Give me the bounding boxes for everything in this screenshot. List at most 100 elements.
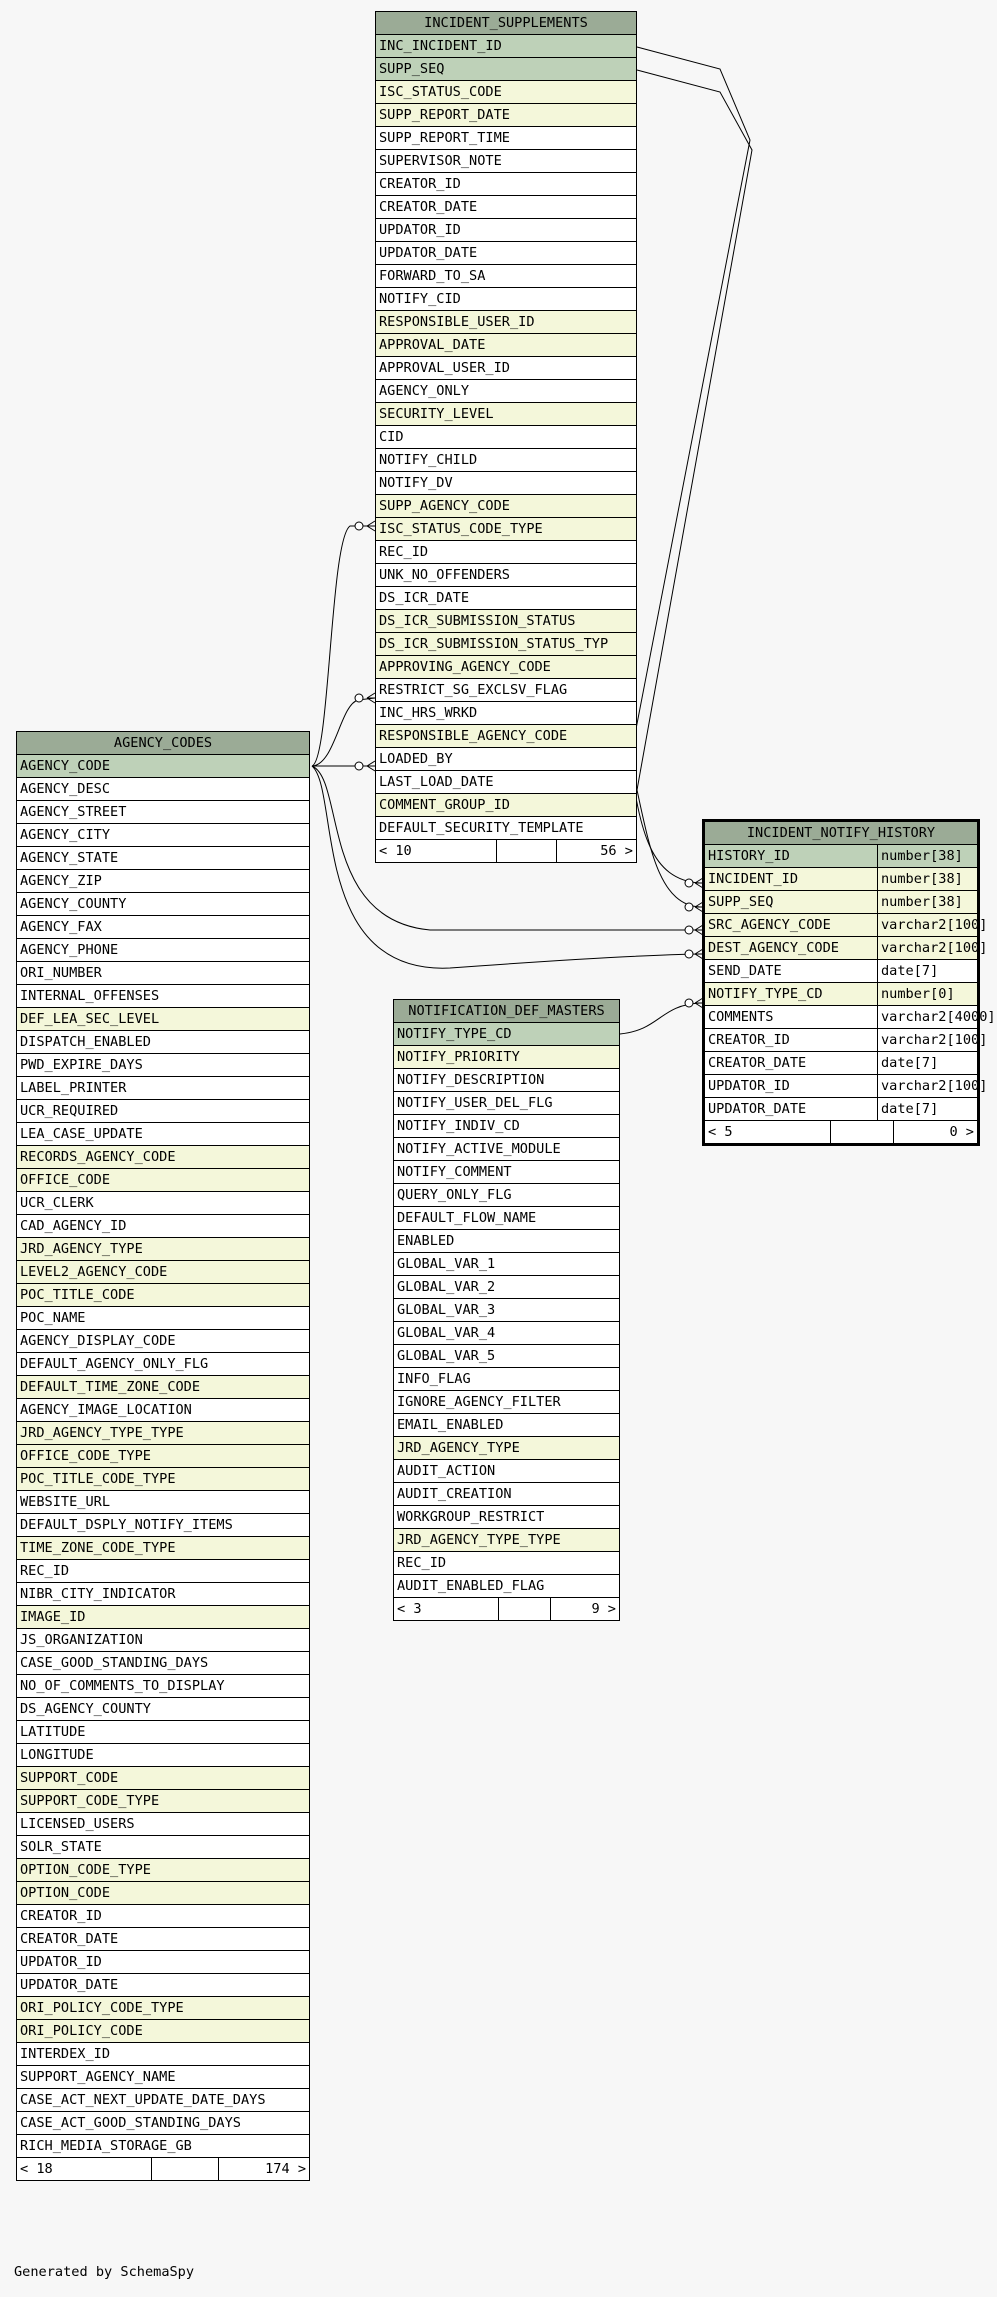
column-row[interactable]: SUPP_SEQ: [376, 58, 636, 81]
column-row[interactable]: DEFAULT_TIME_ZONE_CODE: [17, 1376, 309, 1399]
table-title[interactable]: INCIDENT_NOTIFY_HISTORY: [705, 822, 977, 845]
column-row[interactable]: INC_HRS_WRKD: [376, 702, 636, 725]
column-row[interactable]: CASE_ACT_NEXT_UPDATE_DATE_DAYS: [17, 2089, 309, 2112]
column-row[interactable]: NOTIFY_COMMENT: [394, 1161, 619, 1184]
column-row[interactable]: JRD_AGENCY_TYPE: [17, 1238, 309, 1261]
column-row[interactable]: NOTIFY_CID: [376, 288, 636, 311]
column-row[interactable]: IGNORE_AGENCY_FILTER: [394, 1391, 619, 1414]
column-row[interactable]: SOLR_STATE: [17, 1836, 309, 1859]
column-row[interactable]: UPDATOR_ID: [17, 1951, 309, 1974]
column-row[interactable]: SUPPORT_CODE: [17, 1767, 309, 1790]
column-row[interactable]: DEFAULT_SECURITY_TEMPLATE: [376, 817, 636, 840]
column-row[interactable]: LEA_CASE_UPDATE: [17, 1123, 309, 1146]
column-row[interactable]: LABEL_PRINTER: [17, 1077, 309, 1100]
column-row[interactable]: DS_ICR_DATE: [376, 587, 636, 610]
column-row[interactable]: OPTION_CODE_TYPE: [17, 1859, 309, 1882]
column-row[interactable]: AGENCY_ZIP: [17, 870, 309, 893]
column-row[interactable]: TIME_ZONE_CODE_TYPE: [17, 1537, 309, 1560]
column-row[interactable]: INC_INCIDENT_ID: [376, 35, 636, 58]
column-row[interactable]: UCR_CLERK: [17, 1192, 309, 1215]
column-row[interactable]: JRD_AGENCY_TYPE_TYPE: [17, 1422, 309, 1445]
column-row[interactable]: RESPONSIBLE_USER_ID: [376, 311, 636, 334]
column-row[interactable]: ISC_STATUS_CODE: [376, 81, 636, 104]
column-row[interactable]: UPDATOR_DATE: [17, 1974, 309, 1997]
column-row[interactable]: NIBR_CITY_INDICATOR: [17, 1583, 309, 1606]
column-row[interactable]: CASE_ACT_GOOD_STANDING_DAYS: [17, 2112, 309, 2135]
column-row[interactable]: AUDIT_ACTION: [394, 1460, 619, 1483]
column-row[interactable]: ORI_POLICY_CODE_TYPE: [17, 1997, 309, 2020]
column-row[interactable]: AUDIT_CREATION: [394, 1483, 619, 1506]
column-row[interactable]: AGENCY_COUNTY: [17, 893, 309, 916]
column-row[interactable]: APPROVAL_USER_ID: [376, 357, 636, 380]
column-row[interactable]: OFFICE_CODE: [17, 1169, 309, 1192]
column-row[interactable]: LOADED_BY: [376, 748, 636, 771]
column-row[interactable]: GLOBAL_VAR_2: [394, 1276, 619, 1299]
column-row[interactable]: OPTION_CODE: [17, 1882, 309, 1905]
column-row[interactable]: RECORDS_AGENCY_CODE: [17, 1146, 309, 1169]
column-row[interactable]: AUDIT_ENABLED_FLAG: [394, 1575, 619, 1598]
column-row[interactable]: DEF_LEA_SEC_LEVEL: [17, 1008, 309, 1031]
column-row[interactable]: CID: [376, 426, 636, 449]
column-row[interactable]: ORI_POLICY_CODE: [17, 2020, 309, 2043]
column-row[interactable]: JRD_AGENCY_TYPE_TYPE: [394, 1529, 619, 1552]
column-row[interactable]: REC_ID: [17, 1560, 309, 1583]
column-row[interactable]: APPROVAL_DATE: [376, 334, 636, 357]
column-row[interactable]: GLOBAL_VAR_4: [394, 1322, 619, 1345]
column-row[interactable]: UPDATOR_ID: [376, 219, 636, 242]
table-title[interactable]: AGENCY_CODES: [17, 732, 309, 755]
column-row[interactable]: SUPP_REPORT_TIME: [376, 127, 636, 150]
column-row[interactable]: GLOBAL_VAR_3: [394, 1299, 619, 1322]
column-row[interactable]: JS_ORGANIZATION: [17, 1629, 309, 1652]
column-row[interactable]: CREATOR_DATE: [376, 196, 636, 219]
column-row[interactable]: WEBSITE_URL: [17, 1491, 309, 1514]
column-row[interactable]: INTERNAL_OFFENSES: [17, 985, 309, 1008]
column-row[interactable]: CREATOR_DATE: [17, 1928, 309, 1951]
column-row[interactable]: POC_TITLE_CODE_TYPE: [17, 1468, 309, 1491]
column-row[interactable]: SUPPORT_AGENCY_NAME: [17, 2066, 309, 2089]
column-row[interactable]: DEFAULT_DSPLY_NOTIFY_ITEMS: [17, 1514, 309, 1537]
column-row[interactable]: REC_ID: [376, 541, 636, 564]
table-title[interactable]: NOTIFICATION_DEF_MASTERS: [394, 1000, 619, 1023]
column-row[interactable]: DEFAULT_AGENCY_ONLY_FLG: [17, 1353, 309, 1376]
column-row[interactable]: COMMENT_GROUP_ID: [376, 794, 636, 817]
column-row[interactable]: NOTIFY_DESCRIPTION: [394, 1069, 619, 1092]
column-row[interactable]: NOTIFY_ACTIVE_MODULE: [394, 1138, 619, 1161]
column-row[interactable]: CAD_AGENCY_ID: [17, 1215, 309, 1238]
column-row[interactable]: LONGITUDE: [17, 1744, 309, 1767]
column-row[interactable]: INFO_FLAG: [394, 1368, 619, 1391]
column-row[interactable]: POC_TITLE_CODE: [17, 1284, 309, 1307]
column-row[interactable]: NOTIFY_DV: [376, 472, 636, 495]
column-row[interactable]: AGENCY_DISPLAY_CODE: [17, 1330, 309, 1353]
column-row[interactable]: DISPATCH_ENABLED: [17, 1031, 309, 1054]
column-row[interactable]: ORI_NUMBER: [17, 962, 309, 985]
column-row[interactable]: ENABLED: [394, 1230, 619, 1253]
column-row[interactable]: INTERDEX_ID: [17, 2043, 309, 2066]
column-row[interactable]: CREATOR_ID: [17, 1905, 309, 1928]
column-row[interactable]: POC_NAME: [17, 1307, 309, 1330]
table-title[interactable]: INCIDENT_SUPPLEMENTS: [376, 12, 636, 35]
column-row[interactable]: AGENCY_PHONE: [17, 939, 309, 962]
column-row[interactable]: FORWARD_TO_SA: [376, 265, 636, 288]
column-row[interactable]: REC_ID: [394, 1552, 619, 1575]
column-row[interactable]: CREATOR_ID: [376, 173, 636, 196]
column-row[interactable]: SECURITY_LEVEL: [376, 403, 636, 426]
column-row[interactable]: GLOBAL_VAR_1: [394, 1253, 619, 1276]
column-row[interactable]: NO_OF_COMMENTS_TO_DISPLAY: [17, 1675, 309, 1698]
column-row[interactable]: AGENCY_CITY: [17, 824, 309, 847]
column-row[interactable]: LATITUDE: [17, 1721, 309, 1744]
column-row[interactable]: ISC_STATUS_CODE_TYPE: [376, 518, 636, 541]
